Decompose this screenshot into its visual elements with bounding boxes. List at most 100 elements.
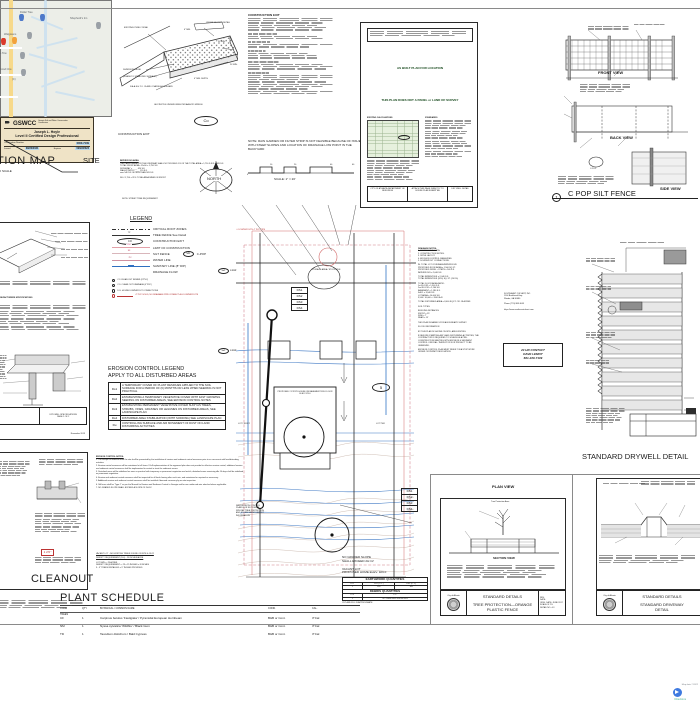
drainage-calc: TOTAL FLOOR AREA RATIO: xyxy=(418,282,445,285)
grading-line-4: PROPOSED HOME ELEV. 929.0 xyxy=(342,570,387,575)
note-item: 3. Disturbed areas will be stabilized as… xyxy=(96,470,244,476)
drainage-item: 3. DRIVE LAYOUT. xyxy=(418,255,436,258)
address-1: 1104 Bankhead Hwy xyxy=(504,295,523,298)
earthwork-header: FILL (C.Y.) xyxy=(406,582,416,585)
map-pin xyxy=(27,32,32,39)
site-label: SITE xyxy=(83,156,100,165)
col-code: CODE xyxy=(60,607,68,610)
contact-line-1: 24 HR CONTACT xyxy=(521,348,545,353)
silt-fence-code: C-POP xyxy=(590,168,597,170)
site-leader-line xyxy=(3,139,78,173)
legend-note: 4" PVC SOLID, NO DRAINAGE PIPE CONNECT A… xyxy=(112,294,238,298)
legend-row: SANITARY LINE (8" DIP) xyxy=(112,263,238,269)
site-plan-linework xyxy=(236,205,416,578)
erosion-code: Ds3 xyxy=(109,403,121,415)
erosion-code: Du xyxy=(109,421,121,430)
debris-footer: CUT AND FILL IS APPROXIMATE xyxy=(342,602,373,605)
erosion-legend-row: Du CONTROLLING SURFACE AND AIR MOVEMENT … xyxy=(109,421,225,430)
side-view-label: SIDE VIEW xyxy=(660,186,681,191)
website[interactable]: https://www.southeastculvert.com xyxy=(504,308,534,311)
main-site-plan[interactable]: PROPOSED 2 STORY HOUSE ON BASEMENT FIN. … xyxy=(236,205,416,590)
legend-note-text: 4" PVC SOLID, NO DRAINAGE PIPE CONNECT A… xyxy=(135,293,199,296)
map-label: Food Ctre xyxy=(0,68,12,71)
legend-symbol-cpop: Sd1 xyxy=(182,250,194,257)
density-line: DENSITY REQUIREMENT (R-4) - 25 INCHES/AC… xyxy=(96,557,144,560)
company: SOUTHEAST CULVERT, INC. xyxy=(504,293,531,295)
legend-note: CO CLEAN OUT SEWER (6"PVC) xyxy=(112,278,238,283)
erosion-desc: ESTABLISHING PERMANENT VEGETATIVE COVER … xyxy=(122,404,216,415)
directions-label: Directions xyxy=(674,697,686,701)
map-pin-site xyxy=(1,38,6,45)
legend-row: LOC LIMIT OF CONSTRUCTION xyxy=(112,244,238,251)
drainage-calc: IMPERVIOUS = 2,040 S.F. xyxy=(418,271,442,274)
legend-row: TP TREE FENCE See Detail xyxy=(112,231,238,238)
drainage-item: 5. DOWNSPOUT CONNECTIONS. xyxy=(418,259,450,262)
ds-box: DS4 xyxy=(401,506,418,513)
drainage-calc: 1st FLOOR = 1,500 S.F. xyxy=(418,285,440,288)
standard-details-label: STANDARD DETAILS xyxy=(642,593,682,599)
tree-protection-titleblock: City of Atlanta STANDARD DETAILS TREE PR… xyxy=(440,590,566,616)
drainage-calc: TOTAL IMPERVIOUS = 2,040 S.F. xyxy=(418,275,449,278)
calc-title: EXISTING CALCULATIONS xyxy=(367,117,393,119)
impervious-line: DRIVEWAY = ____ 420 S.F. xyxy=(120,167,146,170)
density-line: LOT SIZE = .23 ACRES xyxy=(96,561,118,564)
legend-label: CRITICAL ROOT ZONES xyxy=(153,227,187,232)
lot-left-label: LOT 1 EXIST. xyxy=(238,423,251,425)
directions-button[interactable] xyxy=(673,688,682,697)
detail-number-value: 1 xyxy=(555,195,558,200)
erosion-code: Ds2 xyxy=(109,395,121,403)
address-2: Winder, GA 30680 xyxy=(504,297,521,300)
drainage-calc: PROPOSED DRIVE + STEPS = 540 S.F. xyxy=(418,269,455,272)
density-requirement: VACANT LOT - NO EXISTING TREES FOUND ON … xyxy=(96,553,246,569)
earthwork-title: EARTHWORK QUANTITIES xyxy=(343,577,427,583)
debris-header: C.Y. xyxy=(393,594,397,597)
impervious-line: sum 540 S.F. IS LESS THAN 583 S.F. xyxy=(120,172,154,175)
drainage-notes-title: DRAINAGE NOTES: xyxy=(418,248,437,250)
vicinity-map-subtitle: TO SCALE xyxy=(0,169,12,173)
map-label: Shepherd's Inn xyxy=(70,17,88,20)
ds-box: DS2 xyxy=(291,293,308,300)
tp-meta: DATE: xyxy=(540,599,546,602)
impervious-line: TOTAL FRONT AREA - 35x50 = 1,750 S.F. xyxy=(120,165,158,168)
cleanout-detail: 1 2’6’’ CLEANOUT xyxy=(0,452,93,590)
legend-symbol: SF xyxy=(127,250,132,253)
tp-meta: SCALE: N.T.S. xyxy=(540,604,554,607)
note-item: 4. Erosion and sediment control measures… xyxy=(96,476,219,479)
erosion-legend-table: Ds1 A TEMPORARY COVER OF PLANT RESIDUES … xyxy=(108,382,226,431)
earthwork-header: CUT (C.Y.) xyxy=(363,582,396,586)
tp-title-1: TREE PROTECTION—ORANGE xyxy=(472,601,533,607)
debris-value: 1 xyxy=(343,597,364,601)
drainage-calc: FLOOD INFORMATION xyxy=(418,326,440,329)
callout: GEOTEXTILE UNDERLINING PER AASHTO M288-9… xyxy=(154,104,203,106)
erosion-control-legend: EROSION CONTROL LEGEND APPLY TO ALL DIST… xyxy=(108,366,232,431)
debris-header: LOT xyxy=(343,594,364,597)
map-attribution: Map data ©2022 xyxy=(681,684,698,686)
drainage-calc: IF BEFORE STARTING ANY LAND DISTURBING A… xyxy=(418,334,479,347)
plant-code: NM xyxy=(60,624,65,629)
impervious-line: WALK/STEPS = ____ 120 S.F. xyxy=(120,170,148,173)
cleanout-title: CLEANOUT xyxy=(31,573,94,585)
footer-cell: DRY WELL DETAIL xyxy=(451,188,469,190)
silt-fence-detail: FRONT VIEW BACK VIEW SIDE VIEW C-POP xyxy=(558,18,698,208)
driveway-detail xyxy=(596,478,700,590)
ds-box: DS4 xyxy=(291,305,308,312)
site-note-label: SEE EROSION CONTROL PLANS FOR SILT FENCE… xyxy=(236,505,264,517)
standard-details-label: STANDARD DETAILS xyxy=(482,593,523,599)
drainage-calc: BASEMENT = 1,180 S.F. xyxy=(418,289,441,292)
tree-protection-detail: Tree Protection Area SECTION VIEW xyxy=(440,498,566,590)
cert-value: 0000-7109 xyxy=(75,141,90,145)
legend-symbol: PC xyxy=(128,256,133,260)
erosion-desc: CONTROLLING SURFACE AND AIR MOVEMENT OF … xyxy=(122,422,210,429)
plant-schedule-header: CODE QTY BOTANICAL / COMMON NAME COND. C… xyxy=(60,607,360,611)
plant-code: TD xyxy=(60,631,64,636)
rain-garden-note: NOTE: RAIN GARDEN OR FILTER STRIP IS NOT… xyxy=(248,139,363,151)
earthwork-value: 100 xyxy=(363,586,396,589)
plant-row: CF 1 Carpinus betulus 'Fastigiata' / Pyr… xyxy=(60,617,360,621)
ds-box: DS2 xyxy=(401,494,418,501)
construction-exit-title: CONSTRUCTION EXIT xyxy=(118,132,150,136)
map-pin xyxy=(96,22,101,29)
erosion-legend-row: Ds4 DISTURBED AREA STABILIZATION (WITH S… xyxy=(109,415,225,422)
plan-header-box xyxy=(367,28,473,42)
impervious-line: THE PAVED AREA FOR THE DRIVEWAY SHALL NO… xyxy=(120,162,224,165)
